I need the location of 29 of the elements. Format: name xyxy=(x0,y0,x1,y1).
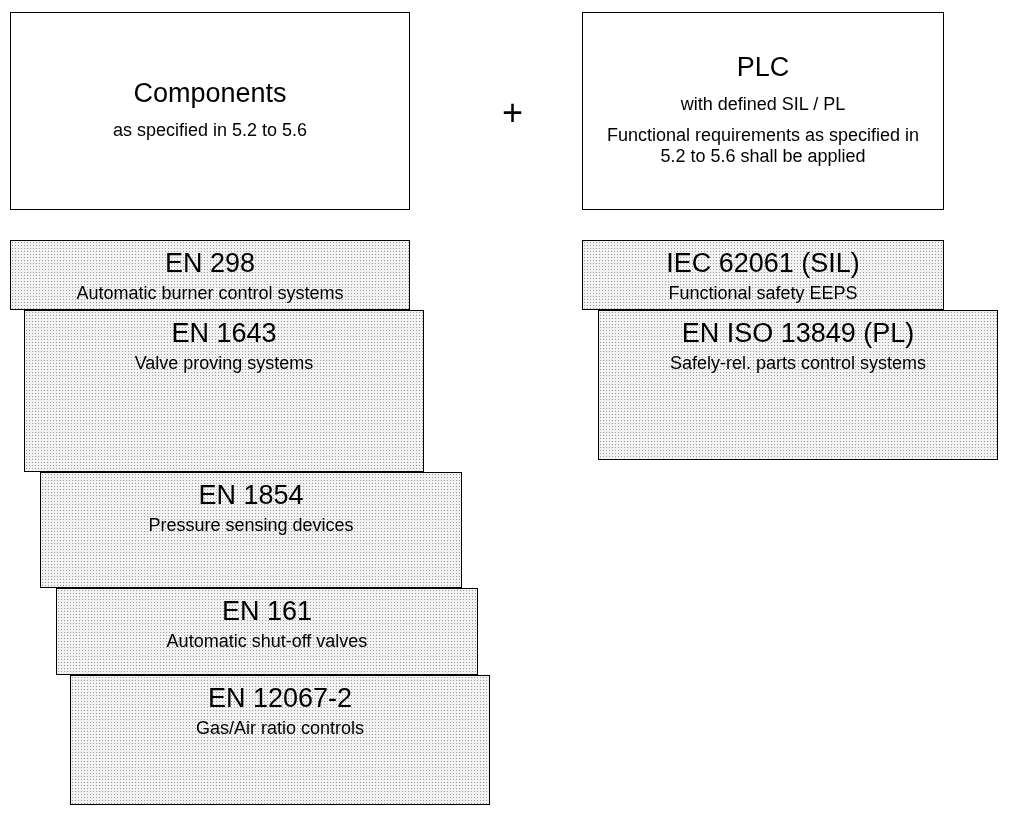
standard-card xyxy=(582,240,944,310)
box-title: EN 12067-2 xyxy=(207,683,353,714)
box-title: EN 1854 xyxy=(198,480,304,511)
box-title: Components xyxy=(133,78,287,109)
box-title: PLC xyxy=(736,52,790,83)
box-subtitle: Functional requirements as specified in 5.2 to 5.6 shall be applied xyxy=(605,125,921,167)
box-subtitle: Valve proving systems xyxy=(134,353,314,374)
box-subtitle: Automatic shut-off valves xyxy=(166,631,368,652)
plus-sign: + xyxy=(502,92,524,134)
box-title: EN ISO 13849 (PL) xyxy=(681,318,915,349)
box-title: EN 298 xyxy=(164,248,256,279)
box-title: EN 161 xyxy=(221,596,313,627)
box-subtitle: Functional safety EEPS xyxy=(668,283,858,304)
standard-card xyxy=(70,675,490,805)
box-subtitle: Automatic burner control systems xyxy=(76,283,344,304)
box-title: IEC 62061 (SIL) xyxy=(666,248,860,279)
box-subtitle: Pressure sensing devices xyxy=(148,515,354,536)
standard-card xyxy=(598,310,998,460)
box-subtitle: Safely-rel. parts control systems xyxy=(669,353,927,374)
standard-card xyxy=(56,588,478,675)
box-subtitle: as specified in 5.2 to 5.6 xyxy=(112,120,308,141)
box-subtitle: with defined SIL / PL xyxy=(680,94,846,115)
standard-card xyxy=(40,472,462,588)
plc-box xyxy=(582,12,944,210)
component-box xyxy=(10,12,410,210)
standard-card xyxy=(10,240,410,310)
box-subtitle: Gas/Air ratio controls xyxy=(195,718,365,739)
box-title: EN 1643 xyxy=(171,318,277,349)
standard-card xyxy=(24,310,424,472)
